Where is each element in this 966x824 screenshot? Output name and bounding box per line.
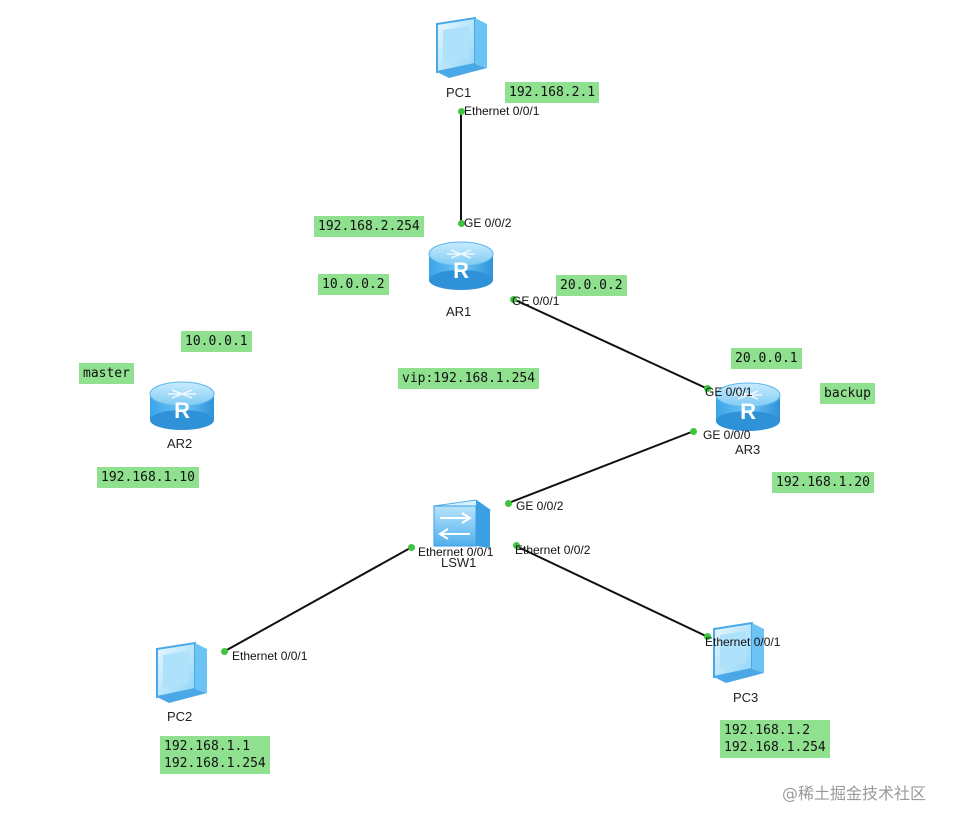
ar2-ip-label: 192.168.1.10 (97, 467, 199, 488)
pc2-ip-label: 192.168.1.1 192.168.1.254 (160, 736, 270, 774)
pc1-name: PC1 (446, 85, 472, 100)
port-label-lsw1-eth001: Ethernet 0/0/1 (418, 545, 494, 559)
port-label-lsw1-eth002: Ethernet 0/0/2 (515, 543, 591, 557)
link-lsw1-pc2 (224, 546, 413, 652)
watermark-text: @稀土掘金技术社区 (782, 784, 927, 803)
lsw1-name: LSW1 (441, 555, 477, 570)
link-ar1-ar3 (512, 298, 709, 390)
ar1-loop-ip-label: 10.0.0.2 (318, 274, 389, 295)
pc1-ip-label: 192.168.2.1 (505, 82, 600, 103)
port-dot (690, 428, 697, 435)
ar1-router-icon[interactable] (428, 241, 494, 291)
pc3-icon[interactable] (713, 622, 765, 684)
ar2-router-icon[interactable] (149, 381, 215, 431)
pc1-icon[interactable] (436, 17, 488, 79)
ar2-top-ip-label: 10.0.0.1 (181, 331, 252, 352)
port-label-ar3-ge000: GE 0/0/0 (703, 428, 751, 442)
port-label-ar1-ge001: GE 0/0/1 (512, 294, 560, 308)
port-dot (221, 648, 228, 655)
port-dot (505, 500, 512, 507)
port-dot (510, 296, 517, 303)
pc2-icon[interactable] (156, 642, 208, 704)
ar3-role-label: backup (820, 383, 875, 404)
ar1-ge001-ip-label: 20.0.0.2 (556, 275, 627, 296)
ar1-ge002-ip-label: 192.168.2.254 (314, 216, 424, 237)
port-label-lsw1-ge002: GE 0/0/2 (516, 499, 564, 513)
pc3-name: PC3 (733, 690, 759, 705)
link-ar3-lsw1 (505, 430, 695, 505)
ar2-role-label: master (79, 363, 134, 384)
ar1-name: AR1 (446, 304, 472, 319)
port-label-pc1: Ethernet 0/0/1 (464, 104, 540, 118)
pc3-ip-label: 192.168.1.2 192.168.1.254 (720, 720, 830, 758)
port-label-pc2: Ethernet 0/0/1 (232, 649, 308, 663)
ar3-ge001-ip-label: 20.0.0.1 (731, 348, 802, 369)
lsw1-switch-icon[interactable] (432, 499, 492, 548)
ar3-ip-label: 192.168.1.20 (772, 472, 874, 493)
ar3-name: AR3 (735, 442, 761, 457)
link-lsw1-pc3 (515, 545, 709, 638)
port-label-ar3-ge001: GE 0/0/1 (705, 385, 753, 399)
port-dot (513, 542, 520, 549)
port-label-pc3: Ethernet 0/0/1 (705, 635, 781, 649)
port-dot (458, 108, 465, 115)
links (224, 112, 709, 652)
port-dot (458, 220, 465, 227)
port-dot (704, 385, 711, 392)
port-label-ar1-ge002: GE 0/0/2 (464, 216, 512, 230)
vip-label: vip:192.168.1.254 (398, 368, 540, 389)
pc2-name: PC2 (167, 709, 193, 724)
port-dot (704, 633, 711, 640)
ar2-name: AR2 (167, 436, 193, 451)
port-dot (408, 544, 415, 551)
